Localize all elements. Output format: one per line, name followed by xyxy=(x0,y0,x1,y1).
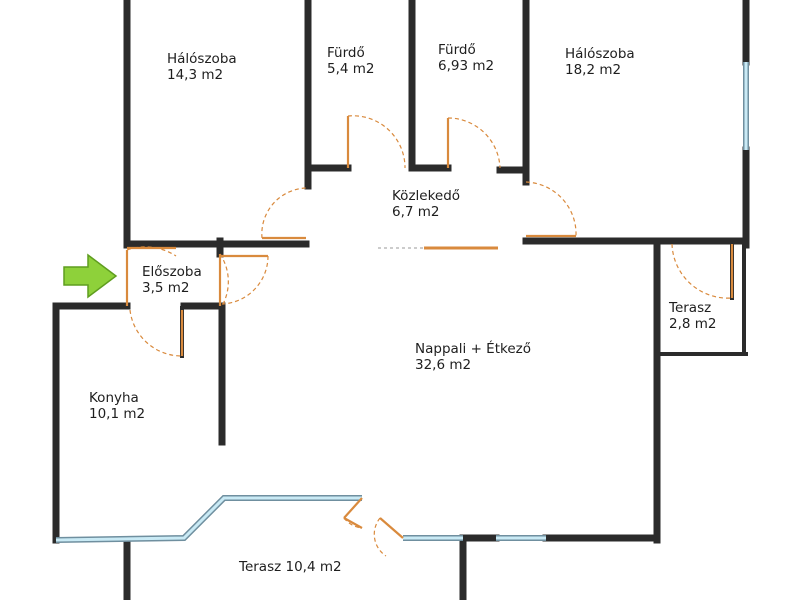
room-label-bedroom-left: Hálószoba 14,3 m2 xyxy=(167,51,237,83)
door-terrace-big xyxy=(343,497,404,557)
room-label-bath2: Fürdő 6,93 m2 xyxy=(438,42,494,74)
room-label: Terasz 10,4 m2 xyxy=(239,559,342,575)
room-name: Terasz xyxy=(669,300,712,316)
room-area: 14,3 m2 xyxy=(167,67,224,83)
room-area: 32,6 m2 xyxy=(415,357,472,373)
room-area: 2,8 m2 xyxy=(669,316,717,332)
door-kitchen xyxy=(129,309,184,357)
room-name: Közlekedő xyxy=(392,188,461,204)
room-label-hall: Előszoba 3,5 m2 xyxy=(142,264,202,296)
room-name: Fürdő xyxy=(327,45,365,61)
room-name: Hálószoba xyxy=(167,51,237,67)
room-name: Nappali + Étkező xyxy=(415,341,531,357)
room-label-living-dining: Nappali + Étkező 32,6 m2 xyxy=(415,341,531,373)
door-bath2 xyxy=(446,117,501,169)
door-hall-top xyxy=(218,253,269,307)
entrance-arrow-icon xyxy=(63,253,118,299)
room-area: 10,1 m2 xyxy=(89,406,146,422)
door-bedroom-left xyxy=(261,187,307,240)
room-label-terrace-big: Terasz 10,4 m2 xyxy=(239,559,342,575)
room-name: Konyha xyxy=(89,390,139,406)
room-area: 5,4 m2 xyxy=(327,61,375,77)
room-label-kitchen: Konyha 10,1 m2 xyxy=(89,390,145,422)
room-name: Fürdő xyxy=(438,42,476,58)
room-label-bath1: Fürdő 5,4 m2 xyxy=(327,45,375,77)
room-label-bedroom-right: Hálószoba 18,2 m2 xyxy=(565,46,635,78)
room-name: Előszoba xyxy=(142,264,202,280)
room-area: 18,2 m2 xyxy=(565,62,622,78)
door-bath1 xyxy=(346,115,406,169)
room-label-terrace-small: Terasz 2,8 m2 xyxy=(669,300,717,332)
walls xyxy=(52,0,750,600)
doors xyxy=(125,115,734,557)
window-kitchen-bottom xyxy=(55,495,362,543)
windows xyxy=(55,62,749,543)
door-bedroom-right xyxy=(525,181,577,238)
door-terrace-small xyxy=(671,243,734,299)
room-area: 6,7 m2 xyxy=(392,204,440,220)
room-name: Hálószoba xyxy=(565,46,635,62)
door-entrance xyxy=(125,246,177,306)
room-label-corridor: Közlekedő 6,7 m2 xyxy=(392,188,460,220)
room-area: 6,93 m2 xyxy=(438,58,495,74)
room-area: 3,5 m2 xyxy=(142,280,190,296)
